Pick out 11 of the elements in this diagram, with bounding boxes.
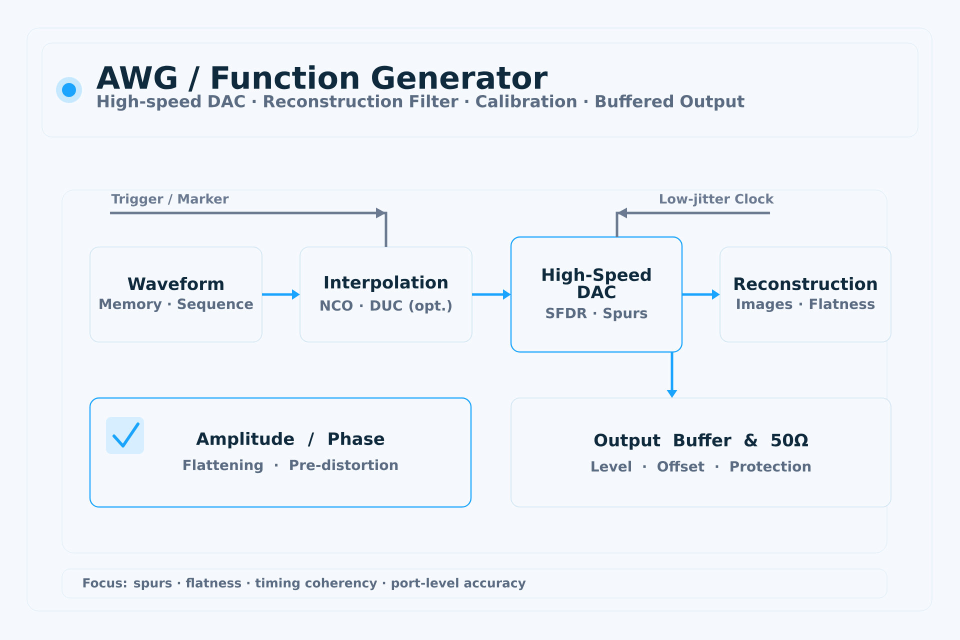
process-box: Output Buffer & 50Ω Level · Offset · Protection bbox=[510, 398, 892, 508]
signal-arrow bbox=[110, 208, 388, 247]
footer-note: Focus: spurs · flatness · timing coherency · port-level accuracy bbox=[62, 568, 888, 598]
process-box: Amplitude / Phase Flattening · Pre-distortion bbox=[89, 397, 472, 508]
header-box: AWG / Function Generator High-speed DAC · Reconstruction Filter · Calibration · Buffered Output bbox=[42, 42, 918, 138]
dac-box: High-Speed DAC SFDR · Spurs bbox=[510, 236, 683, 353]
signal-label: Trigger / Marker bbox=[111, 194, 229, 206]
signal-label: Low-jitter Clock bbox=[660, 194, 774, 206]
process-box: Waveform Memory · Sequence bbox=[90, 246, 262, 342]
process-box: Reconstruction Images · Flatness bbox=[720, 246, 892, 342]
process-box: Interpolation NCO · DUC (opt.) bbox=[300, 246, 472, 342]
